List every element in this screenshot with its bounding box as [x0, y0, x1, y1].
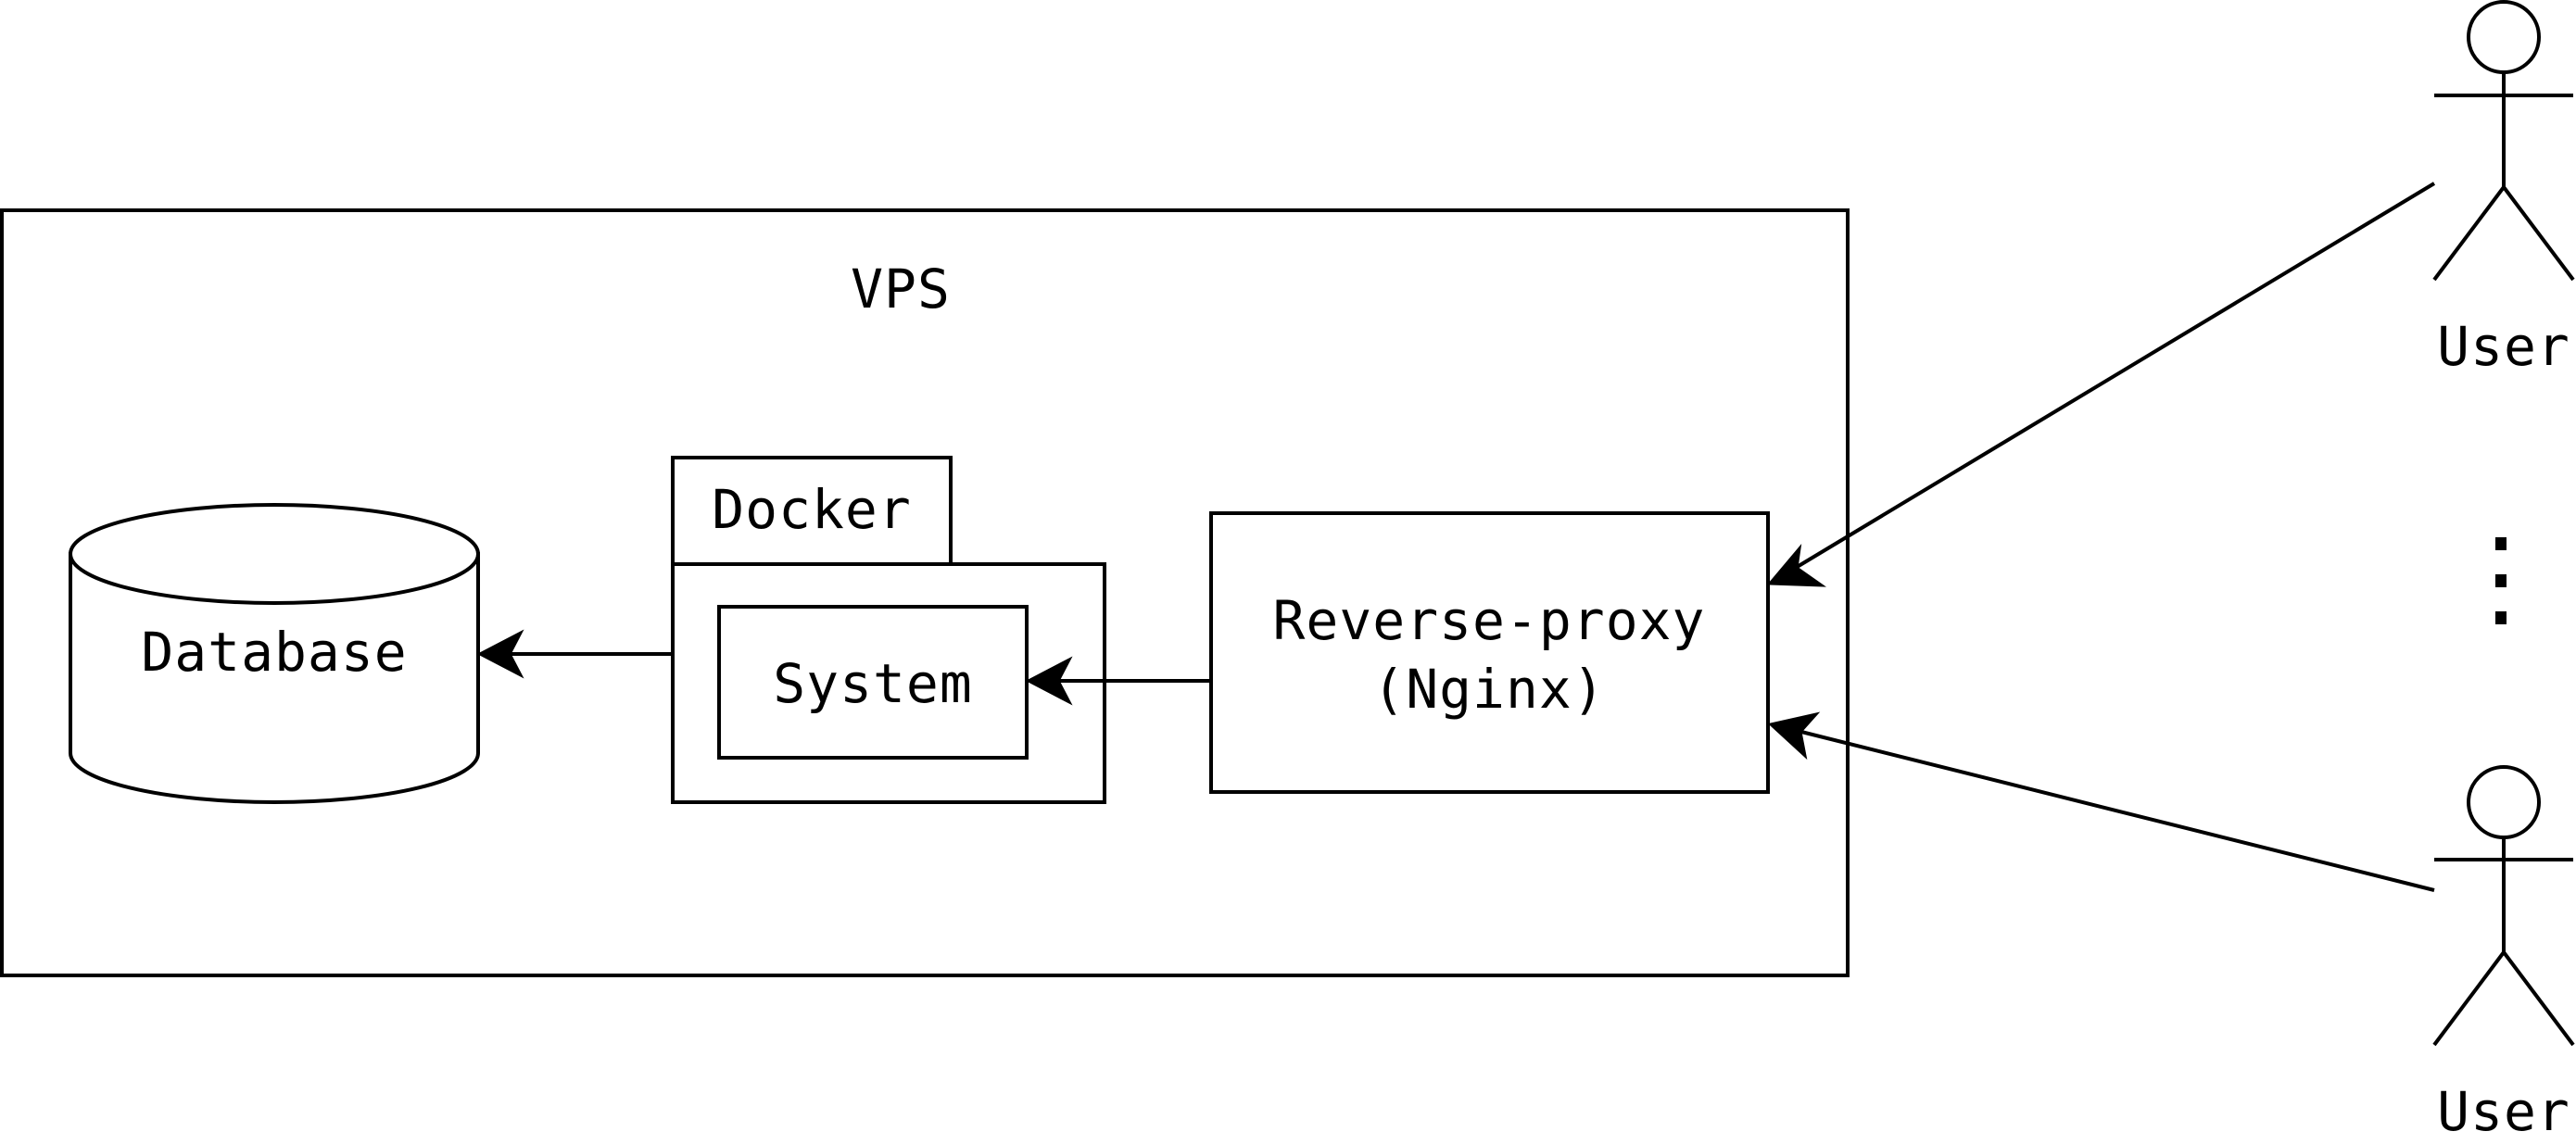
- reverse-proxy-label-line2: (Nginx): [1372, 658, 1605, 721]
- system-label: System: [773, 652, 973, 715]
- user-bottom-actor: User: [2432, 765, 2575, 1143]
- docker-tab: [671, 456, 953, 566]
- user-bottom-label: User: [2437, 1080, 2570, 1143]
- database-node: Database: [69, 503, 480, 804]
- system-node: System: [717, 605, 1029, 760]
- arrow-user-top-to-proxy: [1766, 182, 2436, 587]
- user-top-head-icon: [2467, 0, 2541, 74]
- reverse-proxy-box: [1209, 511, 1770, 794]
- user-top-actor: User: [2432, 0, 2575, 378]
- database-cylinder-body: [69, 552, 480, 804]
- arrow-docker-to-database: [476, 629, 673, 679]
- reverse-proxy-label-line1: Reverse-proxy: [1273, 589, 1706, 652]
- arrow-user-bottom-to-proxy: [1767, 711, 2435, 892]
- database-cylinder-top: [69, 503, 480, 605]
- vps-label: VPS: [851, 258, 951, 321]
- reverse-proxy-node: Reverse-proxy (Nginx): [1209, 511, 1770, 794]
- user-bottom-head-icon: [2467, 765, 2541, 839]
- arrow-proxy-to-system: [1025, 656, 1211, 706]
- docker-label: Docker: [712, 478, 912, 541]
- user-top-label: User: [2437, 315, 2570, 378]
- system-box: [717, 605, 1029, 760]
- database-label: Database: [141, 621, 407, 684]
- ellipsis-icon: [2495, 537, 2507, 624]
